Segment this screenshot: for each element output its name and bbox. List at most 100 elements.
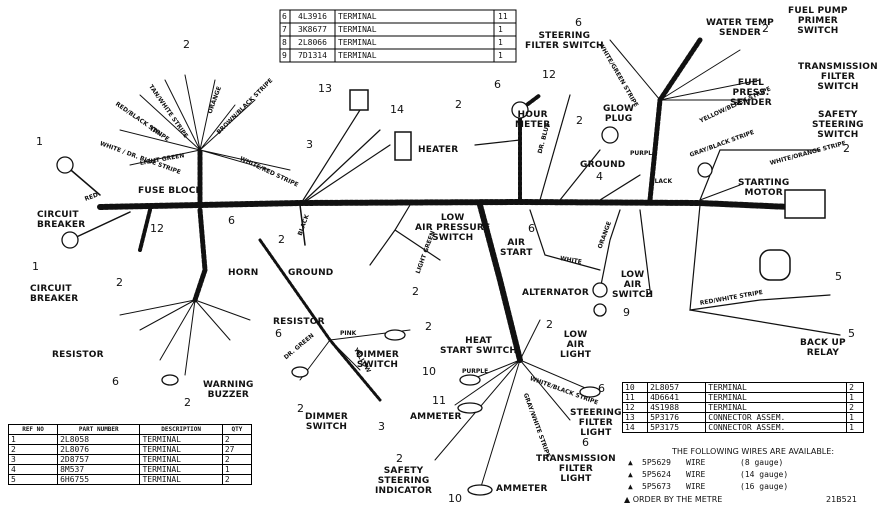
table-cell: 8M537 xyxy=(57,464,141,475)
table-cell: TERMINAL xyxy=(705,392,848,403)
ground-label-1: GROUND xyxy=(288,268,334,278)
warning-buzzer-label: WARNING BUZZER xyxy=(203,380,254,400)
table-cell: 2 xyxy=(221,434,253,445)
ref-number: 9 xyxy=(623,306,630,319)
ref-number: 6 xyxy=(112,375,119,388)
wire-row-cell: WIRE xyxy=(686,458,706,467)
table-cell: 2 xyxy=(7,444,59,455)
table-cell: 1 xyxy=(846,422,864,433)
ref-number: 6 xyxy=(575,16,582,29)
table-cell: 1 xyxy=(846,412,864,423)
ref-number: 2 xyxy=(297,402,304,415)
table-cell: CONNECTOR ASSEM. xyxy=(705,412,848,423)
table-cell: 5P3176 xyxy=(647,412,707,423)
ref-number: 2 xyxy=(455,98,462,111)
top-table-cell: TERMINAL xyxy=(338,38,377,47)
safety-steering-indicator-label: SAFETY STEERING INDICATOR xyxy=(375,466,433,496)
order-note: ▲ ORDER BY THE METRE xyxy=(624,495,723,504)
top-table-cell: TERMINAL xyxy=(338,25,377,34)
heater-label: HEATER xyxy=(418,145,459,155)
ref-number: 13 xyxy=(318,82,332,95)
ammeter-label-2: AMMETER xyxy=(496,484,548,494)
wire-row-cell: WIRE xyxy=(686,470,706,479)
wire-label-black-2: BLACK xyxy=(650,178,673,185)
ref-number: 2 xyxy=(396,452,403,465)
water-temp-sender-label: WATER TEMP SENDER xyxy=(706,18,774,38)
table-cell: 1 xyxy=(7,434,59,445)
table-cell: TERMINAL xyxy=(139,454,223,465)
back-up-relay-label: BACK UP RELAY xyxy=(800,338,846,358)
top-table-cell: 2L8066 xyxy=(298,38,327,47)
ref-number: 6 xyxy=(275,327,282,340)
table-cell: TERMINAL xyxy=(139,464,223,475)
top-table-cell: 1 xyxy=(498,51,503,60)
wire-row-cell: (14 gauge) xyxy=(740,470,789,479)
wire-label-purple: PURPLE xyxy=(630,150,657,157)
table-cell: 27 xyxy=(221,444,253,455)
ref-number: 5 xyxy=(835,270,842,283)
col-desc: DESCRIPTION xyxy=(139,424,223,435)
table-cell: 2 xyxy=(221,474,253,485)
ref-number: 11 xyxy=(432,394,446,407)
hour-meter-label: HOUR METER xyxy=(515,110,551,130)
top-table-cell: 8 xyxy=(282,38,287,47)
table-cell: 14 xyxy=(621,422,649,433)
glow-plug-label: GLOW PLUG xyxy=(603,104,635,124)
wire-label-pink: PINK xyxy=(340,330,357,337)
ref-number: 12 xyxy=(150,222,164,235)
ref-number: 2 xyxy=(183,38,190,51)
ref-number: 3 xyxy=(378,420,385,433)
ref-number: 5 xyxy=(848,327,855,340)
table-cell: 2L8057 xyxy=(647,382,707,393)
col-part: PART NUMBER xyxy=(57,424,141,435)
table-cell: 1 xyxy=(846,392,864,403)
ref-number: 2 xyxy=(278,233,285,246)
horn-label: HORN xyxy=(228,268,259,278)
wire-row-cell: ▲ xyxy=(628,458,633,467)
wire-row-cell: 5P5624 xyxy=(642,470,671,479)
dimmer-switch-label-1: DIMMER SWITCH xyxy=(356,350,400,370)
starting-motor-label: STARTING MOTOR xyxy=(738,178,790,198)
transmission-filter-light-label: TRANSMISSION FILTER LIGHT xyxy=(536,454,616,484)
ref-number: 10 xyxy=(422,365,436,378)
wires-available-note: THE FOLLOWING WIRES ARE AVAILABLE: xyxy=(672,447,835,456)
table-cell: 5 xyxy=(7,474,59,485)
ref-number: 2 xyxy=(645,287,652,300)
table-cell: 11 xyxy=(621,392,649,403)
steering-filter-switch-label: STEERING FILTER SWITCH xyxy=(525,31,604,51)
ref-number: 6 xyxy=(228,214,235,227)
table-cell: 13 xyxy=(621,412,649,423)
alternator-label: ALTERNATOR xyxy=(522,288,589,298)
circuit-breaker-label-1: CIRCUIT BREAKER xyxy=(37,210,86,230)
wire-row-cell: (16 gauge) xyxy=(740,482,789,491)
table-cell: CONNECTOR ASSEM. xyxy=(705,422,848,433)
ref-number: 1 xyxy=(32,260,39,273)
top-table-cell: 3K8677 xyxy=(298,25,327,34)
low-air-light-label: LOW AIR LIGHT xyxy=(560,330,592,360)
top-table-cell: 7D1314 xyxy=(298,51,327,60)
table-cell: 2 xyxy=(221,454,253,465)
top-table-cell: TERMINAL xyxy=(338,51,377,60)
transmission-filter-switch-label: TRANSMISSION FILTER SWITCH xyxy=(798,62,878,92)
heat-start-switch-label: HEAT START SWITCH xyxy=(440,336,518,356)
low-air-pressure-switch-label: LOW AIR PRESSURE SWITCH xyxy=(415,213,491,243)
col-qty: QTY xyxy=(221,424,253,435)
ref-number: 6 xyxy=(582,436,589,449)
ref-number: 2 xyxy=(546,318,553,331)
top-table-cell: TERMINAL xyxy=(338,12,377,21)
figure-id: 21B521 xyxy=(826,495,857,504)
top-table-cell: 7 xyxy=(282,25,287,34)
ref-number: 2 xyxy=(184,396,191,409)
ref-number: 2 xyxy=(116,276,123,289)
table-cell: TERMINAL xyxy=(139,434,223,445)
table-cell: 2 xyxy=(846,402,864,413)
ref-number: 12 xyxy=(542,68,556,81)
